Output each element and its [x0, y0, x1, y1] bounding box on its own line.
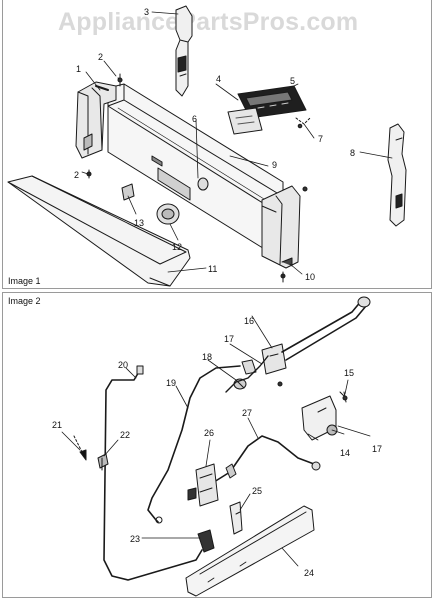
callout-11: 11: [208, 264, 217, 274]
callout-26: 26: [204, 428, 214, 438]
callout-13: 13: [134, 218, 144, 228]
tube-20: [103, 369, 203, 581]
tube-19: [147, 365, 241, 523]
image-2-label: Image 2: [8, 296, 41, 306]
watermark-text: AppliancePartsPros.com: [58, 8, 359, 36]
callout-2: 2: [98, 52, 103, 62]
clip-13: [121, 183, 135, 201]
callout-12: 12: [172, 242, 182, 252]
callout-15: 15: [344, 368, 354, 378]
callout-3: 3: [144, 7, 149, 17]
callout-10: 10: [305, 272, 315, 282]
callout-16: 16: [244, 316, 254, 326]
callout-23: 23: [130, 534, 140, 544]
diagram-panel-2: [2, 292, 432, 598]
overlay-4: [227, 107, 263, 135]
callout-7: 7: [318, 134, 323, 144]
callout-21: 21: [52, 420, 62, 430]
bracket-3: [175, 5, 193, 97]
callout-9: 9: [272, 160, 277, 170]
callout-20: 20: [118, 360, 128, 370]
callout-17: 17: [224, 334, 234, 344]
diagram-panel-1: [2, 0, 432, 289]
callout-24: 24: [304, 568, 314, 578]
callout-14: 14: [340, 448, 350, 458]
callout-22: 22: [120, 430, 130, 440]
callout-19: 19: [166, 378, 176, 388]
igniter-23: [197, 529, 215, 553]
manifold-16: [261, 343, 287, 375]
callout-18: 18: [202, 352, 212, 362]
callout-27: 27: [242, 408, 252, 418]
callout-5: 5: [290, 76, 295, 86]
callout-8: 8: [350, 148, 355, 158]
callout-25: 25: [252, 486, 262, 496]
igniter-control-26: [195, 463, 219, 507]
callout-17: 17: [372, 444, 382, 454]
image-1-label: Image 1: [8, 276, 41, 286]
bracket-24: [185, 505, 315, 597]
callout-1: 1: [76, 64, 81, 74]
callout-6: 6: [192, 114, 197, 124]
callout-2: 2: [74, 170, 79, 180]
callout-4: 4: [216, 74, 221, 84]
bracket-25: [229, 501, 243, 535]
